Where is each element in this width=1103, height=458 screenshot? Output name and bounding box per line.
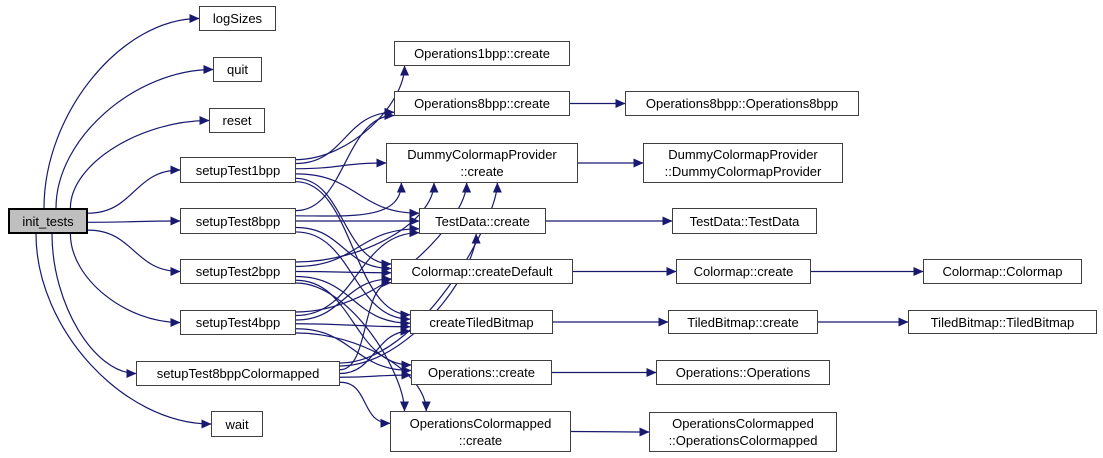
node-TiledBitmap_create[interactable]: TiledBitmap::create bbox=[668, 310, 818, 334]
node-Colormap_createDefault[interactable]: Colormap::createDefault bbox=[391, 259, 573, 284]
node-setupTest8bpp[interactable]: setupTest8bpp bbox=[180, 208, 296, 234]
node-DummyColormapProvider_DummyColormapProvider[interactable]: DummyColormapProvider ::DummyColormapPro… bbox=[643, 143, 843, 183]
edge-setupTest2bpp-OperationsColormapped_create bbox=[295, 282, 409, 412]
edge-setupTest1bpp-DummyColormapProvider_create bbox=[295, 158, 387, 170]
edge-init_tests-wait bbox=[35, 233, 212, 429]
node-Operations8bpp_Operations8bpp[interactable]: Operations8bpp::Operations8bpp bbox=[625, 91, 859, 116]
edge-setupTest1bpp-Operations1bpp_create bbox=[295, 65, 410, 161]
node-logSizes[interactable]: logSizes bbox=[199, 6, 276, 31]
edge-setupTest4bpp-OperationsColormapped_create bbox=[295, 332, 431, 412]
node-TiledBitmap_TiledBitmap[interactable]: TiledBitmap::TiledBitmap bbox=[908, 310, 1097, 334]
node-createTiledBitmap[interactable]: createTiledBitmap bbox=[410, 310, 553, 334]
edge-init_tests-setupTest4bpp bbox=[69, 233, 181, 327]
node-setupTest2bpp[interactable]: setupTest2bpp bbox=[180, 259, 296, 284]
edge-setupTest4bpp-DummyColormapProvider_create bbox=[295, 182, 472, 313]
edge-setupTest1bpp-Operations8bpp_create bbox=[295, 107, 395, 165]
edge-setupTest2bpp-Colormap_createDefault bbox=[295, 268, 392, 278]
node-DummyColormapProvider_create[interactable]: DummyColormapProvider ::create bbox=[386, 143, 578, 183]
edge-setupTest8bppColormapped-createTiledBitmap bbox=[339, 326, 411, 375]
edge-setupTest2bpp-DummyColormapProvider_create bbox=[295, 182, 439, 263]
edge-setupTest4bpp-TestData_create bbox=[295, 228, 420, 317]
node-init_tests: init_tests bbox=[8, 208, 88, 234]
node-Colormap_Colormap[interactable]: Colormap::Colormap bbox=[923, 259, 1082, 284]
node-Colormap_create[interactable]: Colormap::create bbox=[676, 259, 811, 284]
node-Operations1bpp_create[interactable]: Operations1bpp::create bbox=[394, 41, 570, 66]
node-setupTest8bppColormapped[interactable]: setupTest8bppColormapped bbox=[136, 361, 340, 386]
edge-setupTest8bpp-Operations8bpp_create bbox=[295, 111, 395, 212]
edge-setupTest8bpp-DummyColormapProvider_create bbox=[295, 182, 406, 217]
node-Operations8bpp_create[interactable]: Operations8bpp::create bbox=[394, 91, 570, 116]
edge-setupTest8bpp-createTiledBitmap bbox=[295, 231, 411, 324]
edge-setupTest8bppColormapped-OperationsColormapped_create bbox=[339, 381, 391, 428]
node-wait[interactable]: wait bbox=[211, 411, 263, 437]
node-TestData_create[interactable]: TestData::create bbox=[419, 208, 546, 234]
edge-init_tests-setupTest8bppColormapped bbox=[51, 233, 137, 378]
node-Operations_Operations[interactable]: Operations::Operations bbox=[656, 360, 830, 385]
edge-init_tests-logSizes bbox=[43, 14, 200, 209]
node-Operations_create[interactable]: Operations::create bbox=[411, 360, 552, 385]
node-OperationsColormapped_OperationsColormapped[interactable]: OperationsColormapped ::OperationsColorm… bbox=[649, 412, 837, 452]
edge-setupTest1bpp-createTiledBitmap bbox=[295, 181, 411, 320]
node-setupTest1bpp[interactable]: setupTest1bpp bbox=[180, 157, 296, 183]
edge-setupTest4bpp-Colormap_createDefault bbox=[295, 274, 392, 321]
node-reset[interactable]: reset bbox=[209, 108, 265, 133]
edge-setupTest4bpp-createTiledBitmap bbox=[295, 322, 411, 332]
edge-init_tests-quit bbox=[55, 65, 214, 209]
edge-init_tests-reset bbox=[69, 116, 210, 209]
edge-OperationsColormapped_create-OperationsColormapped_OperationsColormapped bbox=[570, 427, 650, 437]
edge-setupTest2bpp-Operations_create bbox=[295, 279, 412, 370]
edge-setupTest8bppColormapped-Colormap_createDefault bbox=[339, 278, 392, 371]
edge-setupTest8bppColormapped-Operations_create bbox=[339, 370, 412, 380]
edge-setupTest2bpp-TestData_create bbox=[295, 224, 420, 268]
node-OperationsColormapped_create[interactable]: OperationsColormapped ::create bbox=[390, 411, 571, 452]
edge-setupTest4bpp-Operations_create bbox=[295, 328, 412, 375]
edge-init_tests-setupTest2bpp bbox=[87, 229, 181, 276]
node-setupTest4bpp[interactable]: setupTest4bpp bbox=[180, 310, 296, 335]
edge-setupTest8bppColormapped-DummyColormapProvider_create bbox=[339, 182, 502, 364]
node-quit[interactable]: quit bbox=[213, 57, 262, 82]
edge-init_tests-setupTest8bpp bbox=[87, 216, 181, 226]
edge-setupTest8bpp-Colormap_createDefault bbox=[295, 226, 392, 273]
node-TestData_TestData[interactable]: TestData::TestData bbox=[672, 208, 817, 234]
edge-setupTest1bpp-TestData_create bbox=[295, 173, 420, 218]
edge-init_tests-setupTest1bpp bbox=[87, 165, 181, 214]
